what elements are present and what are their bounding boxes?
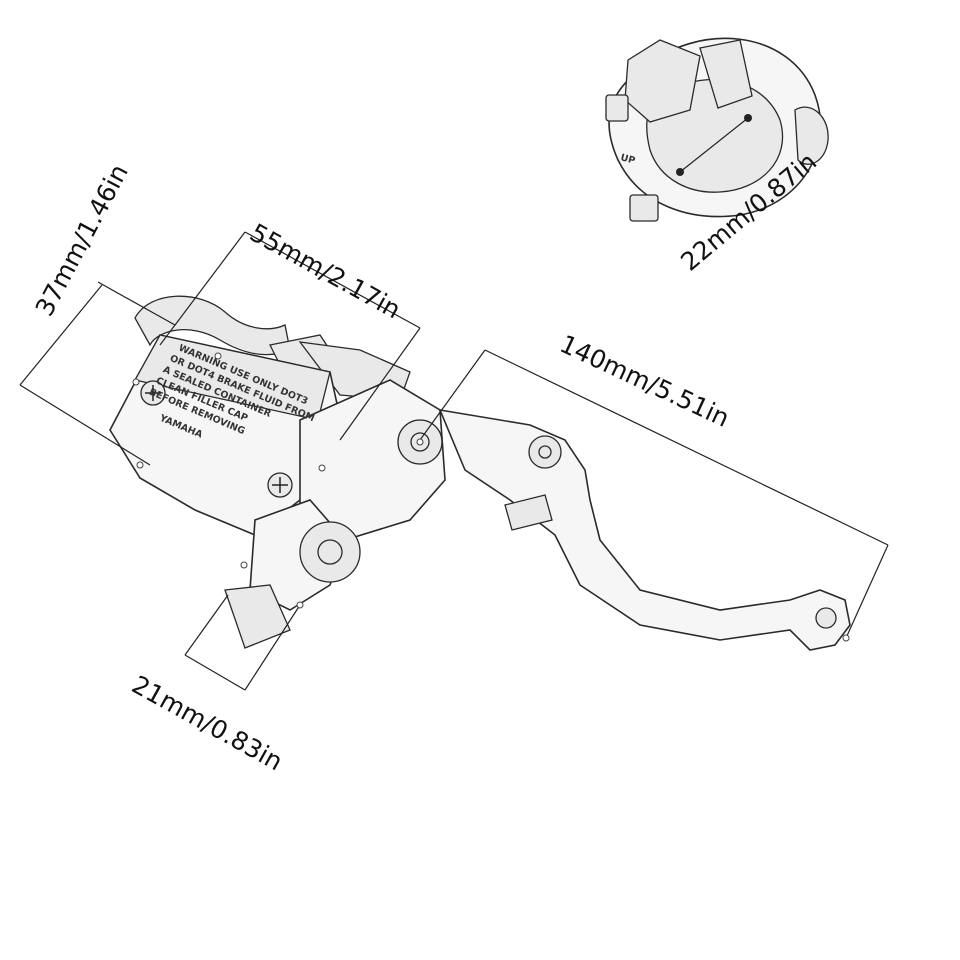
lever-length-label: 140mm/5.51in (555, 329, 733, 433)
brake-lever (438, 408, 851, 651)
clamp-mark: UP (619, 152, 636, 166)
height-dimension-label: 37mm/1.46in (30, 159, 134, 320)
clamp-detail: UP (605, 37, 829, 222)
master-cylinder: WARNING USE ONLY DOT3 OR DOT4 BRAKE FLUI… (109, 295, 446, 649)
dimension-lines (19, 231, 889, 691)
width-dimension-label: 55mm/2.17in (245, 218, 405, 325)
mount-depth-label: 21mm/0.83in (127, 670, 287, 777)
